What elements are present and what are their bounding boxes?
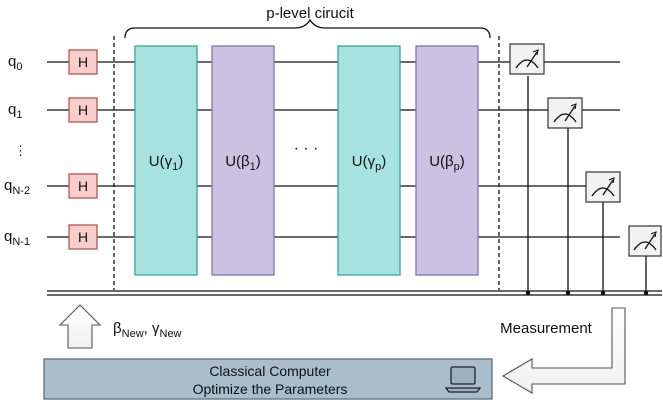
svg-text:U(βp): U(βp) [429,153,465,173]
svg-text:U(β1): U(β1) [225,153,261,173]
svg-text:H: H [78,54,88,70]
meter-icon [509,43,545,75]
hadamard-gate-1: H [68,97,98,123]
svg-text:U(γp): U(γp) [352,153,386,173]
measurement-lines [527,76,647,291]
meter-icon [547,97,583,129]
laptop-icon [444,366,482,393]
hadamard-gates: H H H H [68,49,98,250]
ellipsis: · · · [294,140,319,157]
mixer-gate-p: U(βp) [415,45,479,276]
meter-icon [628,225,662,257]
svg-text:U(γ1): U(γ1) [149,153,183,173]
circuit-title: p-level cirucit [266,5,354,22]
mixer-gate-1: U(β1) [211,45,275,276]
hadamard-gate-0: H [68,49,98,75]
computer-title: Classical Computer [209,363,331,379]
return-arrow-icon [501,307,626,394]
cost-gate-1: U(γ1) [134,45,198,276]
svg-text:H: H [78,178,88,194]
circuit-brace [124,18,491,39]
qubit-label-n1: qN-1 [4,228,30,248]
hadamard-gate-n1: H [68,224,98,250]
cost-gate-p: U(γp) [337,45,401,276]
computer-subtitle: Optimize the Parameters [193,381,348,397]
classical-computer-box: Classical Computer Optimize the Paramete… [43,358,493,400]
qubit-wires [47,61,620,238]
qubit-label-n2: qN-2 [4,177,30,197]
qubit-label-1: q1 [8,101,22,121]
measurement-dots [525,290,649,296]
hadamard-gate-n2: H [68,173,98,199]
up-arrow-icon [58,304,102,349]
qubit-vdots: ⋮ [14,143,27,158]
measurement-label: Measurement [500,320,593,337]
meter-icon [585,171,621,203]
svg-text:H: H [78,102,88,118]
classical-bus [47,290,662,296]
svg-text:H: H [78,229,88,245]
qubit-label-0: q0 [8,53,22,73]
feedback-params: βNew, γNew [113,320,182,340]
